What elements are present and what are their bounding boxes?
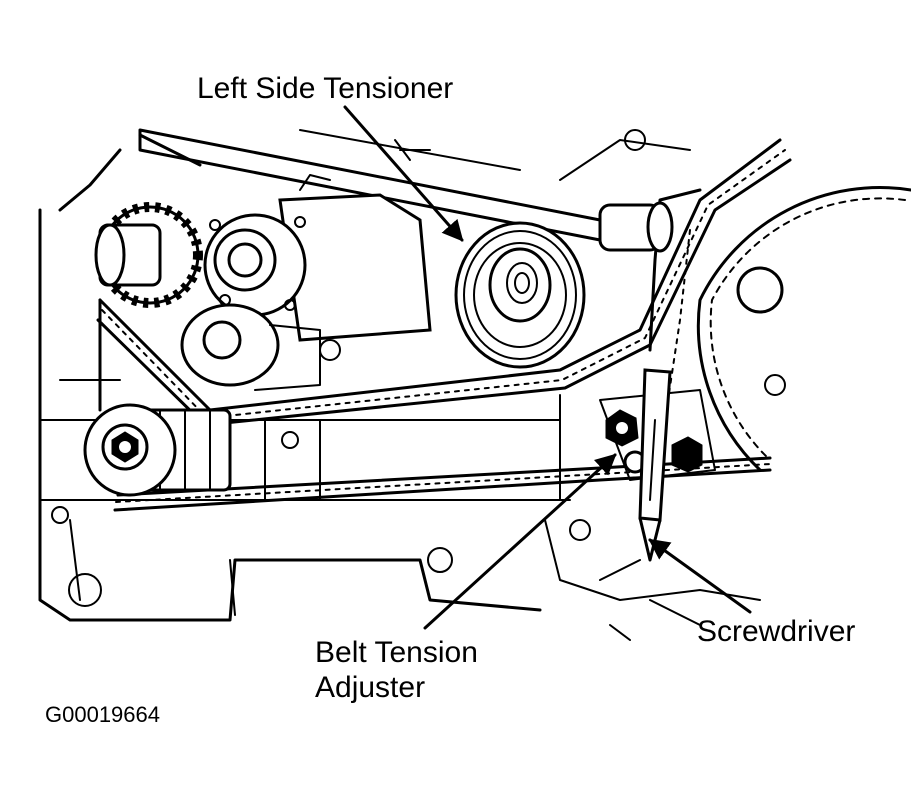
guide-rod bbox=[138, 128, 674, 253]
camshaft-sprocket bbox=[696, 186, 911, 472]
callout-leaders bbox=[343, 105, 752, 630]
engine-block-outline bbox=[38, 129, 761, 641]
figure-code: G00019664 bbox=[45, 702, 160, 727]
left-side-tensioner-label: Left Side Tensioner bbox=[197, 72, 453, 105]
belt-tension-adjuster-label-line1: Belt Tension bbox=[315, 636, 478, 669]
crank-sprocket bbox=[94, 202, 203, 308]
screwdriver bbox=[638, 368, 672, 562]
belt-tension-adjuster bbox=[599, 389, 716, 481]
belt-tension-adjuster-label-line2: Adjuster bbox=[315, 671, 425, 704]
idler-pulley-group bbox=[180, 174, 432, 391]
lower-idler-pulley bbox=[83, 403, 232, 497]
screwdriver-label: Screwdriver bbox=[697, 615, 855, 648]
left-side-tensioner-pulley bbox=[454, 221, 586, 369]
